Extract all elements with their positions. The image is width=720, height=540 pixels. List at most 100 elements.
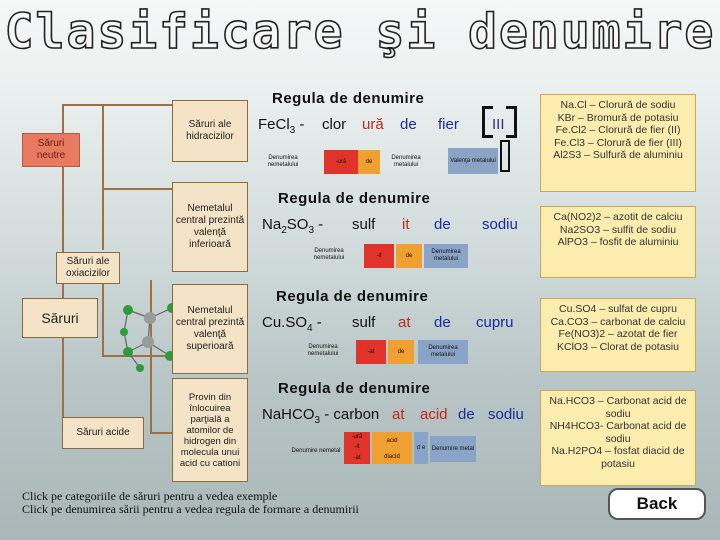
examples-superioara[interactable]: Cu.SO4 – sulfat de cupru Ca.CO3 – carbon…	[540, 298, 696, 372]
rule2-word-sulf: sulf	[352, 216, 376, 233]
connector-line	[150, 280, 152, 432]
rule2-formula[interactable]: Na2SO3 -	[262, 216, 323, 236]
rule3-word-cupru: cupru	[476, 314, 514, 331]
connector-line	[102, 188, 172, 190]
connector-line	[62, 165, 64, 317]
rule2-formula-so: SO	[286, 216, 309, 233]
example-line: KBr – Bromură de potasiu	[557, 111, 679, 124]
rule2-formula-na: Na	[262, 216, 282, 233]
example-line: Na.H2PO4 – fosfat diacid de potasiu	[551, 445, 685, 470]
rule3-lbl-nemetal: Denumirea nemetalului	[307, 344, 339, 357]
example-line: Fe(NO3)2 – azotat de fier	[558, 328, 678, 340]
rule2-sub2: 3	[308, 225, 314, 236]
page-title: Clasificare şi denumire	[4, 3, 716, 61]
connector-line	[62, 336, 64, 420]
rule4-lbl-de: d e	[414, 432, 428, 464]
rule1-formula[interactable]: FeCl3 -	[258, 116, 304, 136]
rule4-lbl-at: -at	[344, 452, 370, 464]
footer-line-1: Click pe categoriile de săruri pentru a …	[22, 489, 278, 503]
rule1-word-clor: clor	[322, 116, 347, 133]
rule4-dash: - carbon	[320, 406, 380, 423]
nemetal-superioara-box[interactable]: Nemetalul central prezintă valenţă super…	[172, 284, 248, 374]
rule-heading-3: Regula de denumire	[276, 288, 429, 305]
example-line: Na.HCO3 – Carbonat acid de sodiu	[549, 395, 687, 420]
bracket-small-left-icon	[500, 140, 506, 172]
rule4-word-at: at	[392, 406, 405, 423]
example-line: Ca(NO2)2 – azotit de calciu	[553, 211, 683, 223]
example-line: KClO3 – Clorat de potasiu	[557, 340, 679, 353]
rule4-word-acid: acid	[420, 406, 448, 423]
rule2-word-sodiu: sodiu	[482, 216, 518, 233]
connector-line	[102, 280, 104, 356]
saruri-neutre-box[interactable]: Săruri neutre	[22, 133, 80, 167]
rule1-dash: -	[295, 116, 305, 133]
rule2-sub1: 2	[281, 225, 287, 236]
rule4-lbl-metal: Denumire metal	[430, 436, 476, 462]
rule2-lbl-it: -it	[364, 244, 394, 268]
example-line: Fe.Cl3 – Clorură de fier (III)	[554, 136, 682, 149]
rule4-lbl-ura: -ură	[344, 432, 370, 442]
examples-inferioara[interactable]: Ca(NO2)2 – azotit de calciu Na2SO3 – sul…	[540, 206, 696, 278]
rule1-lbl-de: de	[358, 150, 380, 174]
rule2-dash: -	[314, 216, 324, 233]
bracket-small-right-icon	[504, 140, 510, 172]
rule3-formula[interactable]: Cu.SO4 -	[262, 314, 322, 334]
example-line: AlPO3 – fosfit de aluminiu	[557, 236, 679, 248]
rule3-formula-base: Cu.SO	[262, 314, 308, 331]
rule3-word-at: at	[398, 314, 411, 331]
example-line: Cu.SO4 – sulfat de cupru	[559, 303, 677, 315]
rule4-lbl-it: -it	[344, 442, 370, 452]
rule3-lbl-de: de	[388, 340, 414, 364]
nemetal-inferioara-box[interactable]: Nemetalul central prezintă valenţă infer…	[172, 182, 248, 272]
rule4-word-sodiu: sodiu	[488, 406, 524, 423]
rule1-lbl-valenta: Valenţa metalului	[448, 148, 498, 174]
footer-line-2: Click pe denumirea sării pentru a vedea …	[22, 502, 359, 516]
rule4-lbl-nemetal: Denumire nemetal	[291, 447, 341, 454]
connector-line	[166, 104, 172, 106]
rule2-lbl-de: de	[396, 244, 422, 268]
rule1-valence: III	[492, 116, 505, 133]
back-button[interactable]: Back	[608, 488, 706, 520]
example-line: Al2S3 – Sulfură de aluminiu	[553, 149, 683, 161]
rule1-word-ura: ură	[362, 116, 384, 133]
rule1-lbl-ura: -ură	[324, 150, 358, 174]
example-line: Ca.CO3 – carbonat de calciu	[550, 315, 686, 328]
rule1-formula-base: FeCl	[258, 116, 290, 133]
rule-heading-2: Regula de denumire	[278, 190, 431, 207]
rule4-formula[interactable]: NaHCO3 - carbon	[262, 406, 379, 426]
example-line: NH4HCO3- Carbonat acid de sodiu	[549, 420, 687, 445]
rule4-word-de: de	[458, 406, 475, 423]
example-line: Na2SO3 – sulfit de sodiu	[559, 223, 677, 236]
rule3-dash: -	[312, 314, 322, 331]
rule1-formula-sub: 3	[289, 125, 296, 136]
rule4-lbl-acid: acid	[372, 432, 412, 450]
rule3-sub: 4	[307, 323, 313, 334]
examples-acide[interactable]: Na.HCO3 – Carbonat acid de sodiu NH4HCO3…	[540, 390, 696, 486]
rule4-formula-base: NaHCO	[262, 406, 315, 423]
saruri-acide-box[interactable]: Săruri acide	[62, 417, 144, 449]
rule4-lbl-diacid: diacid	[372, 450, 412, 464]
rule2-word-it: it	[402, 216, 410, 233]
saruri-box[interactable]: Săruri	[22, 298, 98, 338]
saruri-hidracizilor-box[interactable]: Săruri ale hidracizilor	[172, 100, 248, 162]
rule3-lbl-at: -at	[356, 340, 386, 364]
provin-din-box[interactable]: Provin din înlocuirea parţială a atomilo…	[172, 378, 248, 482]
rule1-lbl-nemetal: Denumirea nemetalului	[267, 155, 299, 168]
connector-line	[62, 104, 64, 134]
footer-instructions: Click pe categoriile de săruri pentru a …	[22, 490, 542, 516]
rule1-word-fier: fier	[438, 116, 459, 133]
connector-line	[102, 104, 104, 250]
rule2-lbl-metal: Denumirea metalului	[424, 244, 468, 268]
rule3-word-sulf: sulf	[352, 314, 376, 331]
connector-line	[62, 104, 170, 106]
rule4-sub: 3	[314, 415, 321, 426]
connector-line	[150, 432, 172, 434]
saruri-oxiacizilor-box[interactable]: Săruri ale oxiacizilor	[56, 252, 120, 284]
rule3-lbl-metal: Denumirea metalului	[418, 340, 468, 364]
rule1-word-de: de	[400, 116, 417, 133]
rule-heading-4: Regula de denumire	[278, 380, 431, 397]
rule2-word-de: de	[434, 216, 451, 233]
rule2-lbl-nemetal: Denumirea nemetalului	[313, 248, 345, 261]
examples-hidracizi[interactable]: Na.Cl – Clorură de sodiu KBr – Bromură d…	[540, 94, 696, 192]
molecule-image	[120, 303, 177, 372]
